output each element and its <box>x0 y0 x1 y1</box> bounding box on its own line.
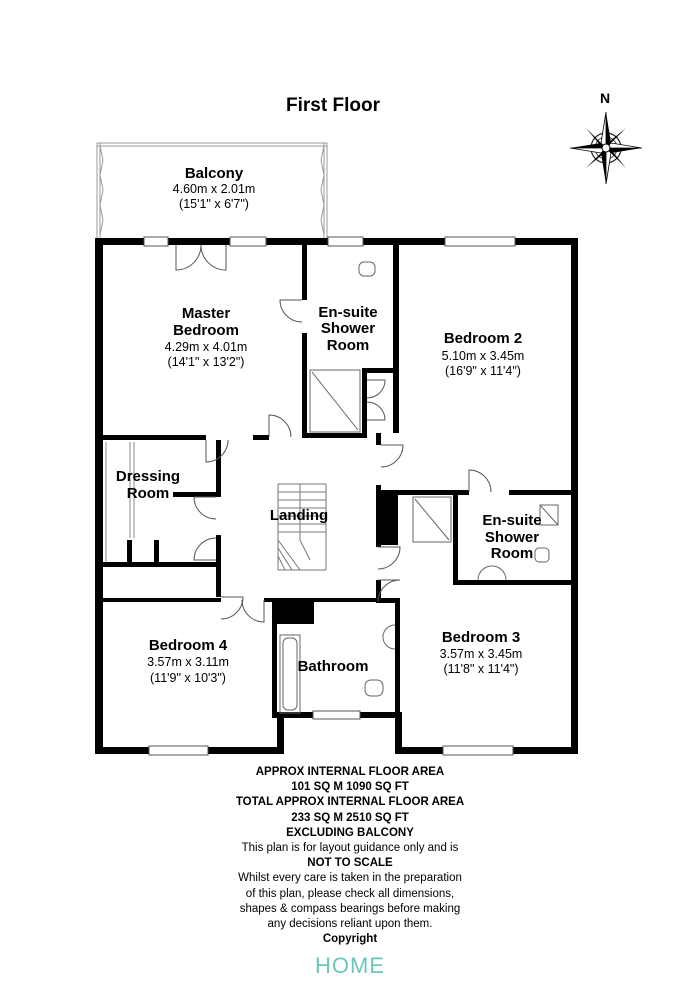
door-swings <box>175 244 492 623</box>
room-label-landing: Landing <box>270 507 328 524</box>
svg-text:(11'8" x 11'4"): (11'8" x 11'4") <box>443 662 518 676</box>
room-label-bedroom-2: Bedroom 2 5.10m x 3.45m (16'9" x 11'4") <box>442 330 525 378</box>
room-label-dressing-room: Dressing Room <box>116 468 180 502</box>
balcony-outline <box>96 142 328 241</box>
room-label-bedroom-4: Bedroom 4 3.57m x 3.11m (11'9" x 10'3") <box>147 637 229 685</box>
floor-title: First Floor <box>286 95 381 116</box>
note-line: NOT TO SCALE <box>307 857 393 870</box>
svg-text:(15'1" x 6'7"): (15'1" x 6'7") <box>179 197 249 211</box>
svg-text:(16'9" x 11'4"): (16'9" x 11'4") <box>445 364 521 378</box>
note-line: Whilst every care is taken in the prepar… <box>238 872 462 885</box>
exterior-walls <box>95 238 578 754</box>
note-line: TOTAL APPROX INTERNAL FLOOR AREA <box>235 796 465 809</box>
svg-text:Dressing: Dressing <box>116 468 180 485</box>
svg-text:Balcony: Balcony <box>185 165 244 182</box>
svg-text:4.29m x 4.01m: 4.29m x 4.01m <box>165 340 248 354</box>
svg-text:En-suite: En-suite <box>482 512 541 529</box>
svg-text:Master: Master <box>182 305 231 322</box>
svg-text:3.57m x 3.11m: 3.57m x 3.11m <box>147 655 229 669</box>
room-label-balcony: Balcony 4.60m x 2.01m (15'1" x 6'7") <box>173 165 256 211</box>
room-label-master-bedroom: Master Bedroom 4.29m x 4.01m (14'1" x 13… <box>165 305 248 369</box>
note-line: This plan is for layout guidance only an… <box>241 842 459 855</box>
room-label-bedroom-3: Bedroom 3 3.57m x 3.45m (11'8" x 11'4") <box>440 629 523 676</box>
note-line: EXCLUDING BALCONY <box>286 826 414 839</box>
svg-text:Room: Room <box>127 485 170 502</box>
svg-text:Bedroom 4: Bedroom 4 <box>149 637 228 654</box>
room-label-ensuite-2: En-suite Shower Room <box>482 512 541 562</box>
room-label-ensuite-1: En-suite Shower Room <box>318 304 377 354</box>
svg-text:Bedroom: Bedroom <box>173 322 239 339</box>
wardrobe-rail <box>105 442 135 562</box>
svg-text:Landing: Landing <box>270 507 328 524</box>
bathroom-fixtures <box>279 261 559 714</box>
svg-text:Room: Room <box>491 545 534 562</box>
svg-text:(14'1" x 13'2"): (14'1" x 13'2") <box>168 355 245 369</box>
windows <box>143 236 516 756</box>
note-line: of this plan, please check all dimension… <box>245 887 455 900</box>
note-line: any decisions reliant upon them. <box>267 918 433 931</box>
svg-text:Bedroom 3: Bedroom 3 <box>442 629 520 646</box>
note-line: Copyright <box>322 933 378 946</box>
svg-text:Shower: Shower <box>485 529 539 546</box>
svg-text:Room: Room <box>327 337 370 354</box>
svg-text:3.57m x 3.45m: 3.57m x 3.45m <box>440 647 523 661</box>
interior-walls <box>103 245 571 718</box>
svg-text:En-suite: En-suite <box>318 304 377 321</box>
note-line: 233 SQ M 2510 SQ FT <box>291 811 409 824</box>
note-line: 101 SQ M 1090 SQ FT <box>291 781 409 794</box>
compass-north-label: N <box>600 90 610 106</box>
floor-area-notes: APPROX INTERNAL FLOOR AREA 101 SQ M 1090… <box>150 765 550 947</box>
svg-text:Bedroom 2: Bedroom 2 <box>444 330 522 347</box>
staircase <box>277 483 327 571</box>
svg-text:5.10m x 3.45m: 5.10m x 3.45m <box>442 349 525 363</box>
room-label-bathroom: Bathroom <box>298 658 369 675</box>
svg-text:Bathroom: Bathroom <box>298 658 369 675</box>
svg-text:(11'9" x 10'3"): (11'9" x 10'3") <box>150 671 226 685</box>
compass-rose-icon <box>569 111 643 185</box>
note-line: shapes & compass bearings before making <box>239 902 461 915</box>
note-line: APPROX INTERNAL FLOOR AREA <box>255 766 445 778</box>
svg-text:4.60m x 2.01m: 4.60m x 2.01m <box>173 182 256 196</box>
svg-text:Shower: Shower <box>321 320 375 337</box>
home-logo: HOME <box>315 953 385 978</box>
